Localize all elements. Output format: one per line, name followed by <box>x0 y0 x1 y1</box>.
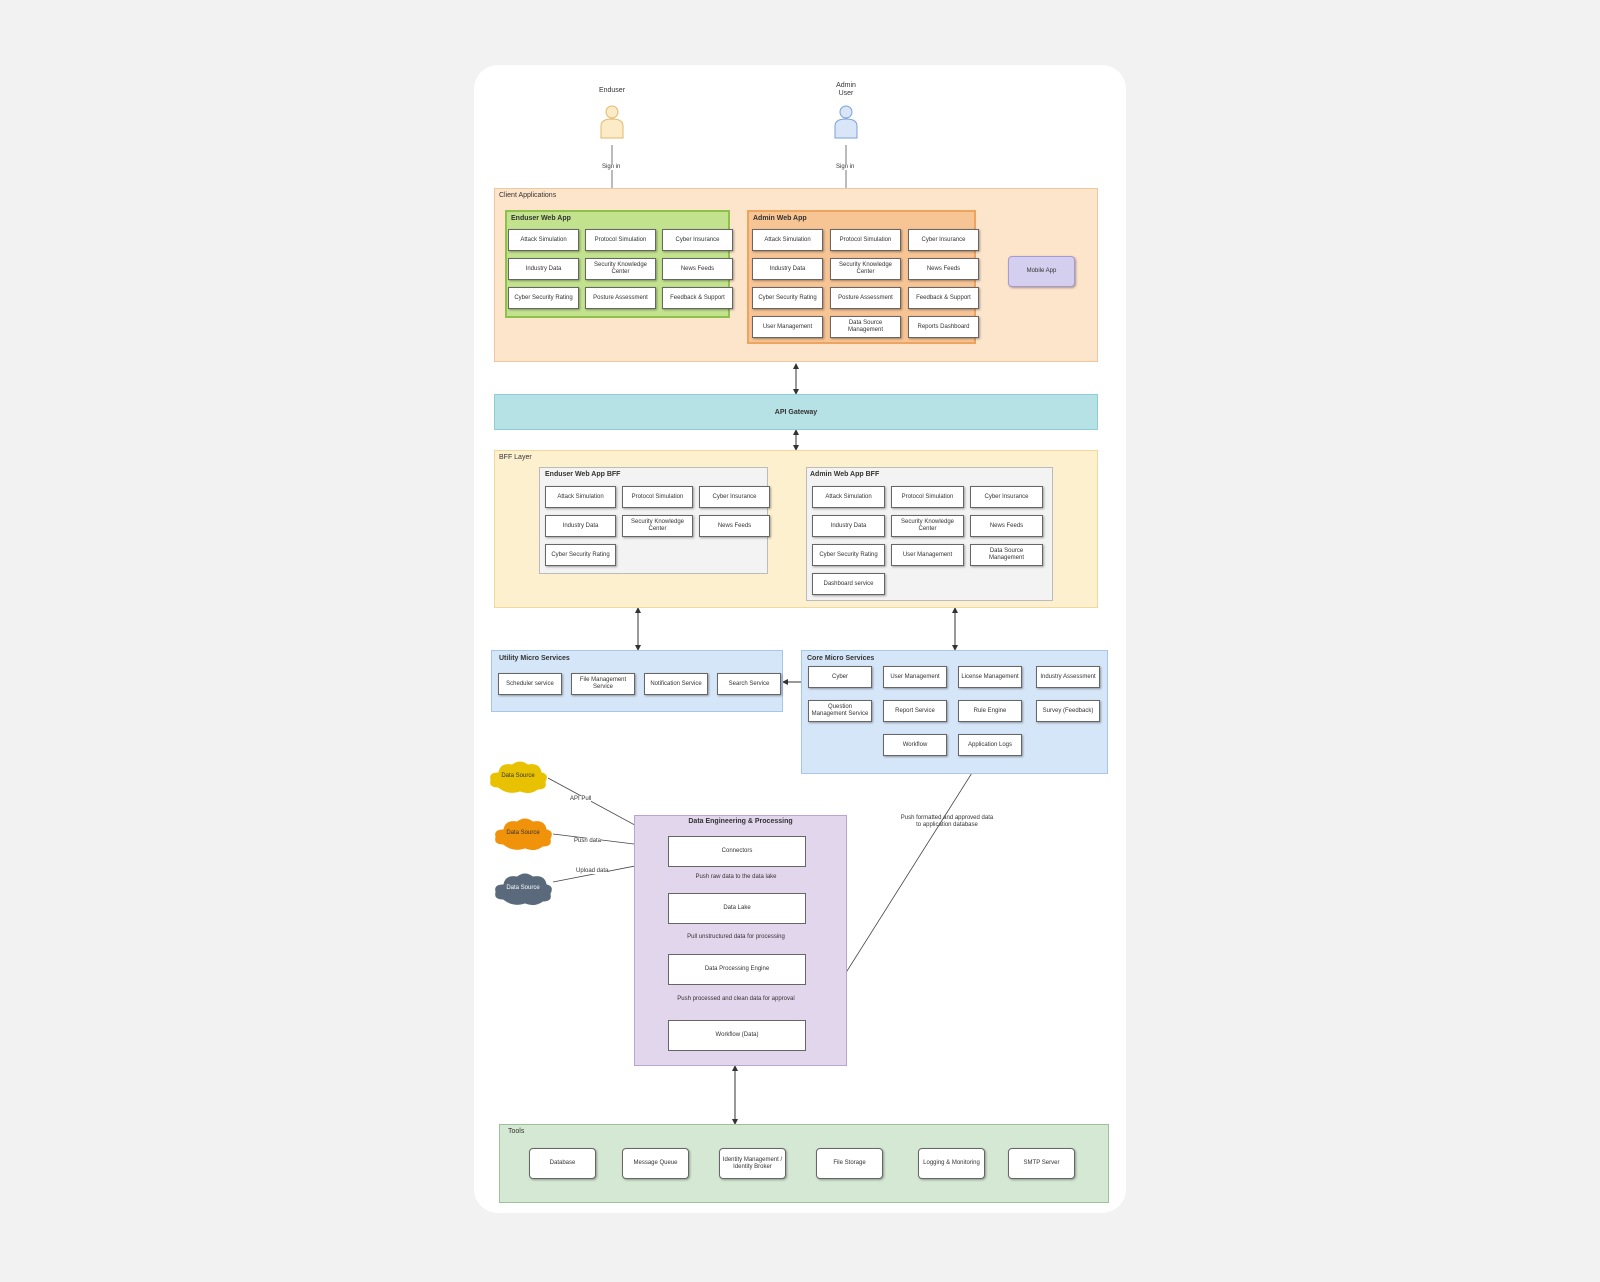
enduser-app-security-knowledge-center[interactable]: Security Knowledge Center <box>585 258 656 280</box>
core-services-title: Core Micro Services <box>807 655 875 662</box>
enduser-bff-security-knowledge-center[interactable]: Security Knowledge Center <box>622 515 693 537</box>
enduser-app-industry-data[interactable]: Industry Data <box>508 258 579 280</box>
core-cyber[interactable]: Cyber <box>808 666 872 688</box>
enduser-app-news-feeds[interactable]: News Feeds <box>662 258 733 280</box>
utility-file-management-service[interactable]: File Management Service <box>571 673 635 695</box>
core-question-management-service[interactable]: Question Management Service <box>808 700 872 722</box>
admin-bff-protocol-simulation[interactable]: Protocol Simulation <box>891 486 964 508</box>
admin-bff-cyber-insurance[interactable]: Cyber Insurance <box>970 486 1043 508</box>
enduser-app-attack-simulation[interactable]: Attack Simulation <box>508 229 579 251</box>
core-application-logs[interactable]: Application Logs <box>958 734 1022 756</box>
admin-app-user-management[interactable]: User Management <box>752 316 823 338</box>
enduser-app-cyber-insurance[interactable]: Cyber Insurance <box>662 229 733 251</box>
core-workflow[interactable]: Workflow <box>883 734 947 756</box>
de-step-workflow-data[interactable]: Workflow (Data) <box>668 1020 806 1051</box>
admin-user-label: Admin User <box>836 82 856 97</box>
core-survey-feedback[interactable]: Survey (Feedback) <box>1036 700 1100 722</box>
admin-bff-title: Admin Web App BFF <box>810 471 880 478</box>
de-edge-label: Push processed and clean data for approv… <box>676 996 796 1003</box>
enduser-bff-news-feeds[interactable]: News Feeds <box>699 515 770 537</box>
enduser-label: Enduser <box>598 87 626 94</box>
client-applications-title: Client Applications <box>499 192 557 199</box>
de-edge-label: Push raw data to the data lake <box>676 874 796 881</box>
admin-app-protocol-simulation[interactable]: Protocol Simulation <box>830 229 901 251</box>
admin-app-data-source-management[interactable]: Data Source Management <box>830 316 901 338</box>
mobile-app-node[interactable]: Mobile App <box>1008 256 1075 287</box>
enduser-app-posture-assessment[interactable]: Posture Assessment <box>585 287 656 309</box>
data-source-2[interactable]: Data Source <box>491 815 555 853</box>
de-edge-label: Pull unstructured data for processing <box>676 934 796 941</box>
admin-bff-security-knowledge-center[interactable]: Security Knowledge Center <box>891 515 964 537</box>
enduser-bff-industry-data[interactable]: Industry Data <box>545 515 616 537</box>
core-industry-assessment[interactable]: Industry Assessment <box>1036 666 1100 688</box>
cloud-icon <box>494 817 553 852</box>
core-rule-engine[interactable]: Rule Engine <box>958 700 1022 722</box>
admin-signin-label: Sign in <box>834 164 857 170</box>
enduser-signin-label: Sign in <box>600 164 623 170</box>
admin-app-posture-assessment[interactable]: Posture Assessment <box>830 287 901 309</box>
admin-actor-icon[interactable] <box>832 104 860 140</box>
admin-bff-user-management[interactable]: User Management <box>891 544 964 566</box>
admin-bff-industry-data[interactable]: Industry Data <box>812 515 885 537</box>
admin-bff-news-feeds[interactable]: News Feeds <box>970 515 1043 537</box>
de-step-data-lake[interactable]: Data Lake <box>668 893 806 924</box>
data-source-edge-label: Push data <box>574 838 602 844</box>
enduser-bff-attack-simulation[interactable]: Attack Simulation <box>545 486 616 508</box>
tools-title: Tools <box>508 1128 525 1135</box>
tool-database[interactable]: Database <box>529 1148 596 1179</box>
utility-notification-service[interactable]: Notification Service <box>644 673 708 695</box>
core-user-management[interactable]: User Management <box>883 666 947 688</box>
data-source-3[interactable]: Data Source <box>491 870 555 908</box>
admin-app-reports-dashboard[interactable]: Reports Dashboard <box>908 316 979 338</box>
tool-file-storage[interactable]: File Storage <box>816 1148 883 1179</box>
tools-group <box>499 1124 1109 1203</box>
admin-app-feedback-support[interactable]: Feedback & Support <box>908 287 979 309</box>
admin-app-attack-simulation[interactable]: Attack Simulation <box>752 229 823 251</box>
enduser-actor-icon[interactable] <box>598 104 626 140</box>
tool-smtp-server[interactable]: SMTP Server <box>1008 1148 1075 1179</box>
tool-identity-management-identity-broker[interactable]: Identity Management / Identity Broker <box>719 1148 786 1179</box>
data-source-label: Data Source <box>506 885 540 891</box>
utility-scheduler-service[interactable]: Scheduler service <box>498 673 562 695</box>
enduser-app-cyber-security-rating[interactable]: Cyber Security Rating <box>508 287 579 309</box>
enduser-bff-cyber-security-rating[interactable]: Cyber Security Rating <box>545 544 616 566</box>
enduser-bff-title: Enduser Web App BFF <box>545 471 621 478</box>
tool-message-queue[interactable]: Message Queue <box>622 1148 689 1179</box>
de-step-data-processing-engine[interactable]: Data Processing Engine <box>668 954 806 985</box>
bff-layer-title: BFF Layer <box>499 454 532 461</box>
admin-app-industry-data[interactable]: Industry Data <box>752 258 823 280</box>
cloud-icon <box>489 760 548 795</box>
de-step-connectors[interactable]: Connectors <box>668 836 806 867</box>
admin-bff-dashboard-service[interactable]: Dashboard service <box>812 573 885 595</box>
admin-bff-data-source-management[interactable]: Data Source Management <box>970 544 1043 566</box>
admin-web-app-title: Admin Web App <box>753 215 807 222</box>
data-source-edge-label: API Pull <box>570 796 592 802</box>
admin-app-security-knowledge-center[interactable]: Security Knowledge Center <box>830 258 901 280</box>
enduser-bff-cyber-insurance[interactable]: Cyber Insurance <box>699 486 770 508</box>
api-gateway-node[interactable]: API Gateway <box>494 394 1098 430</box>
enduser-web-app-title: Enduser Web App <box>511 215 571 222</box>
admin-bff-cyber-security-rating[interactable]: Cyber Security Rating <box>812 544 885 566</box>
utility-services-title: Utility Micro Services <box>499 655 570 662</box>
admin-app-cyber-security-rating[interactable]: Cyber Security Rating <box>752 287 823 309</box>
data-source-label: Data Source <box>501 773 535 779</box>
admin-app-news-feeds[interactable]: News Feeds <box>908 258 979 280</box>
core-report-service[interactable]: Report Service <box>883 700 947 722</box>
data-source-1[interactable]: Data Source <box>486 758 550 796</box>
data-engineering-title: Data Engineering & Processing <box>688 818 793 825</box>
data-source-edge-label: Upload data <box>576 868 609 874</box>
core-license-management[interactable]: License Management <box>958 666 1022 688</box>
enduser-app-feedback-support[interactable]: Feedback & Support <box>662 287 733 309</box>
push-approved-data-label: Push formatted and approved data to appl… <box>900 815 994 828</box>
cloud-icon <box>494 872 553 907</box>
tool-logging-monitoring[interactable]: Logging & Monitoring <box>918 1148 985 1179</box>
enduser-bff-protocol-simulation[interactable]: Protocol Simulation <box>622 486 693 508</box>
admin-bff-attack-simulation[interactable]: Attack Simulation <box>812 486 885 508</box>
admin-app-cyber-insurance[interactable]: Cyber Insurance <box>908 229 979 251</box>
utility-search-service[interactable]: Search Service <box>717 673 781 695</box>
enduser-app-protocol-simulation[interactable]: Protocol Simulation <box>585 229 656 251</box>
data-source-label: Data Source <box>506 830 540 836</box>
